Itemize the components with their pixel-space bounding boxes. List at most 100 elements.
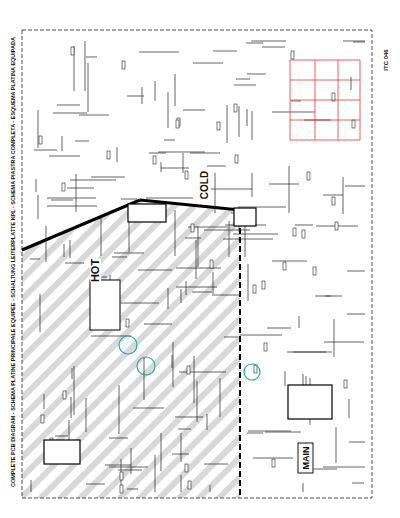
wire [234,85,256,86]
wire [186,281,187,295]
component-symbol [185,464,188,472]
wire [142,87,143,104]
wire [272,112,315,113]
wire [251,41,286,42]
wire [74,366,75,415]
wire [121,303,159,304]
wire [291,101,301,102]
wire [239,106,240,137]
wire [267,328,291,329]
wire [181,433,182,462]
wire [197,381,198,422]
isolation-line [22,200,140,250]
wire [127,96,144,97]
wire [227,105,228,143]
region-label: COLD [200,171,210,199]
wire [86,398,87,432]
component-symbol [176,120,179,128]
wire [194,356,195,403]
wire [204,230,250,231]
component-symbol [39,136,42,144]
wire [248,431,291,432]
wire [324,342,364,343]
component-symbol [187,366,190,374]
wire [181,289,182,303]
wire [207,166,226,167]
component-symbol [210,260,213,268]
wire [343,177,344,214]
wire [101,217,102,256]
component-symbol [188,481,191,489]
component-symbol [352,120,355,128]
wire [85,41,86,91]
wire [117,147,118,162]
wire [345,186,365,187]
wire [127,489,138,490]
wire [155,455,156,492]
wire [323,467,365,468]
wire [293,352,332,353]
wire [30,259,40,260]
wire [62,136,63,151]
component-symbol [120,485,123,493]
wire [118,470,142,471]
wire [347,271,365,272]
wire [240,335,282,336]
wire [247,109,248,126]
wire [86,484,105,485]
wire [65,263,84,264]
wire [175,210,176,256]
wire [64,244,65,257]
wire [214,295,240,296]
test-point [137,357,155,375]
wire [57,105,80,106]
wire [295,225,313,226]
component-symbol [335,222,338,230]
wire [185,238,201,239]
wire [109,438,128,439]
wire [220,378,221,417]
region-label: HOT [90,258,101,281]
wire [285,371,286,386]
wire [144,324,172,325]
wire [213,51,237,52]
wire [247,433,263,434]
component-symbol [253,285,256,293]
wire [353,42,365,43]
wire [198,226,199,267]
wire [352,483,364,484]
wire [55,436,68,437]
wire [349,399,350,418]
wire [36,179,37,192]
isolation-line [239,210,241,498]
component-symbol [217,122,220,130]
wire [155,81,156,101]
wire [149,153,166,154]
wire [175,74,176,106]
ic-chip [44,440,80,464]
component-symbol [283,262,286,270]
wire [351,77,352,90]
wire [179,372,226,373]
wire [164,140,175,141]
wire [105,465,131,466]
wire [315,296,331,297]
wire [238,207,286,208]
wire [236,79,250,80]
wire [161,168,189,169]
wire [252,111,253,140]
wire [334,319,335,357]
wire [207,414,208,430]
wire [67,188,94,189]
wire [75,141,89,142]
wire [303,483,304,492]
wire [211,189,252,190]
wire [76,174,77,212]
wires [30,41,365,493]
region-label: ITC 046 [382,49,388,70]
wire [70,180,116,181]
wire [46,226,47,262]
component-symbol [313,267,316,275]
wire [158,152,205,153]
component-symbol [293,228,296,236]
